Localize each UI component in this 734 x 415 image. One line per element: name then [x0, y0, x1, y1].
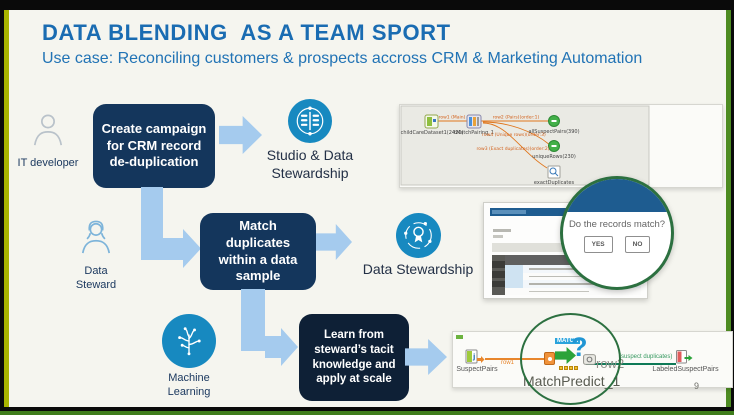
job-node-label: allSuspectPairs(390): [528, 129, 579, 135]
labeled-suspect-pairs-icon: [675, 349, 694, 370]
suspect-pairs-icon: j: [464, 348, 486, 371]
svg-text:j: j: [472, 353, 475, 361]
job-node-label: exactDuplicates: [534, 180, 575, 186]
flow-elbow-1-horizontal: [163, 238, 183, 260]
actor-data-steward: Data Steward: [60, 218, 132, 293]
slide-border-bottom: [0, 411, 734, 415]
actor-data-steward-label: Data Steward: [75, 265, 117, 292]
job-node-icons: [424, 114, 561, 179]
person-icon: [31, 112, 65, 153]
slide-subtitle: Use case: Reconciling customers & prospe…: [42, 50, 643, 67]
job-node-label: childCareDataset1(2420): [401, 130, 464, 136]
actor-it-developer-label: IT developer: [17, 157, 79, 169]
job-link-label: row3 (Exact duplicates)(order:2): [477, 146, 550, 152]
actor-machine-learning-label: Machine Learning: [167, 372, 211, 399]
pipeline-link-row1: [485, 358, 547, 360]
pipeline-green-marker: [456, 335, 463, 339]
pipeline-link-row2: [586, 363, 676, 365]
person-female-icon: [79, 218, 113, 261]
dialog-header-band: [563, 179, 671, 212]
yes-button[interactable]: YES: [583, 236, 613, 253]
data-stewardship-icon: [396, 213, 441, 258]
labeled-suspect-pairs-label: LabeledSuspectPairs: [652, 366, 719, 373]
slide-border-right: [726, 10, 731, 407]
job-designer-canvas: childCareDataset1(2420) tMatchPairing_1 …: [400, 105, 650, 186]
job-link-label: row2 (Pairs)(order:1): [493, 115, 540, 121]
slide-border-left: [4, 10, 9, 407]
step-box-match-duplicates: Match duplicates within a data sample: [200, 213, 316, 290]
brain-circuit-icon: [162, 314, 216, 368]
product-label-stewardship: Data Stewardship: [362, 261, 474, 277]
actor-it-developer: IT developer: [12, 112, 84, 170]
product-label-studio: Studio & Data Stewardship: [266, 147, 354, 182]
actor-machine-learning: Machine Learning: [152, 314, 226, 400]
slide-title: DATA BLENDING AS A TEAM SPORT: [42, 20, 451, 45]
suspect-pairs-label: SuspectPairs: [456, 366, 498, 373]
page-number: 9: [694, 381, 700, 391]
step-box-learn-apply: Learn from steward’s tacit knowledge and…: [299, 314, 409, 401]
job-node-label: tMatchPairing_1: [454, 130, 494, 136]
dialog-question: Do the records match?: [568, 219, 666, 230]
job-link-label: row4 (Unique rows)(order:3): [482, 132, 546, 138]
job-node-label: uniqueRows(230): [532, 154, 576, 160]
match-predict-magnifier: [520, 313, 621, 405]
flow-elbow-2-horizontal: [265, 336, 281, 358]
flow-elbow-2-vertical: [241, 289, 265, 351]
no-button[interactable]: NO: [624, 236, 651, 253]
step-box-create-campaign: Create campaign for CRM record de-duplic…: [93, 104, 215, 188]
studio-icon: [288, 99, 332, 143]
suspect-duplicates-link-label: (suspect duplicates): [619, 354, 673, 360]
job-link-label: row1 (Main): [439, 115, 466, 121]
flow-elbow-1-vertical: [141, 187, 163, 260]
row1-link-label: row1: [501, 360, 515, 366]
records-match-magnifier: Do the records match? YES NO: [560, 176, 674, 290]
